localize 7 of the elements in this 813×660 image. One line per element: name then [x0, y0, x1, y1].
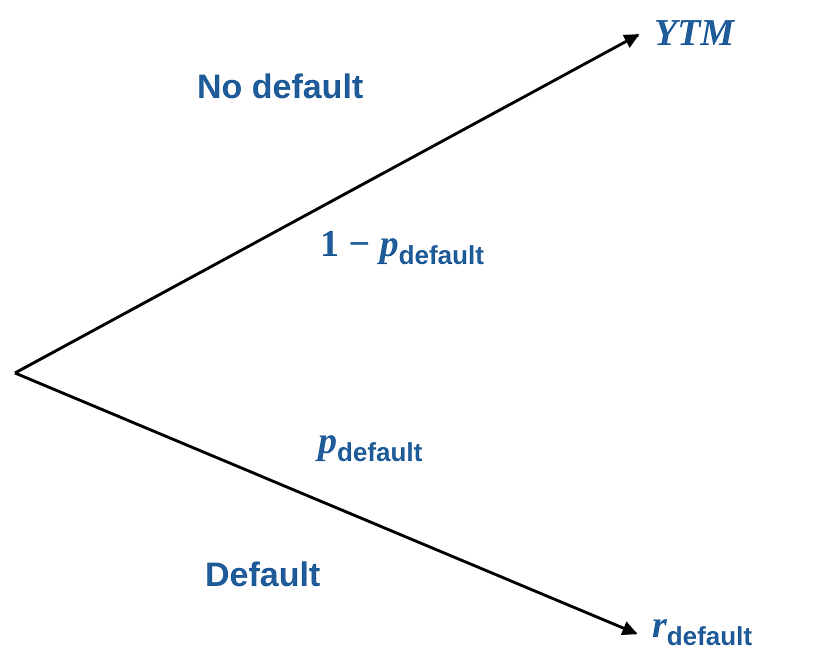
arrow: [14, 34, 640, 374]
outcome-label: Default: [205, 558, 320, 592]
arrow: [14, 372, 638, 636]
outcome-label: No default: [197, 70, 364, 104]
math-label: YTM: [638, 14, 734, 52]
math-label: r$_{default}$: [636, 606, 752, 649]
probability-label: 1 − p$_{default}$: [320, 225, 484, 268]
